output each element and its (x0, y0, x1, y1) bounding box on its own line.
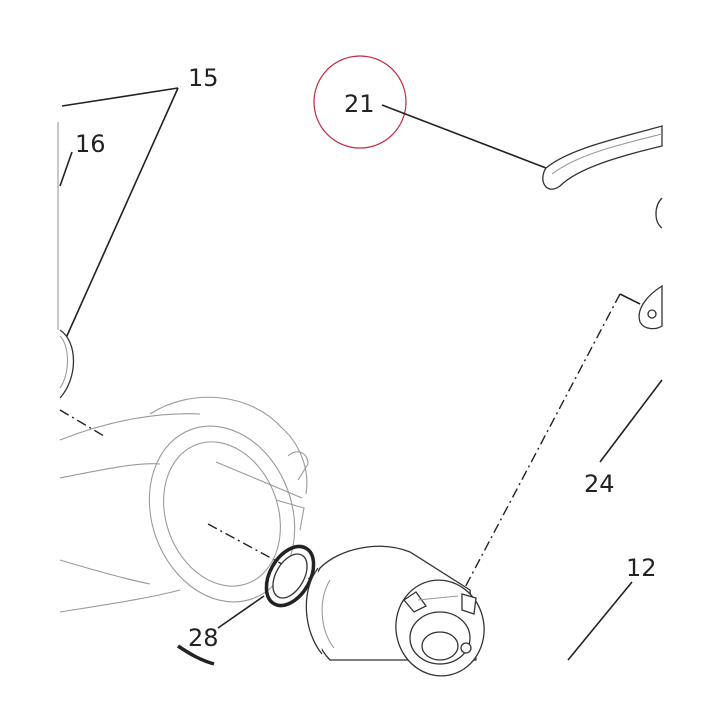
axis-24-hook (619, 293, 641, 305)
axis-24-to-motor (451, 293, 621, 613)
clip-part-24 (638, 284, 663, 330)
leader-24 (599, 379, 663, 463)
bracket-fragment (177, 644, 215, 666)
axis-15-to-housing (59, 409, 105, 437)
housing-tube (59, 396, 309, 613)
callout-highlight-circle (313, 55, 407, 149)
callout-28: 28 (188, 624, 219, 652)
leader-16 (59, 151, 73, 187)
motor-cylinder (305, 545, 485, 677)
callout-21: 21 (344, 90, 375, 118)
leader-21 (381, 104, 547, 169)
leader-28 (217, 595, 265, 629)
callout-15: 15 (188, 64, 219, 92)
callout-labels: 15 16 21 24 12 28 (75, 64, 657, 652)
leader-12 (567, 581, 633, 661)
leader-lines (59, 87, 663, 661)
housing-edge-part (57, 122, 75, 399)
seal-ring-part-28 (264, 544, 316, 608)
callout-16: 16 (75, 130, 106, 158)
strap-part-21 (542, 125, 663, 229)
leader-15 (61, 87, 179, 339)
callout-12: 12 (626, 554, 657, 582)
callout-24: 24 (584, 470, 615, 498)
